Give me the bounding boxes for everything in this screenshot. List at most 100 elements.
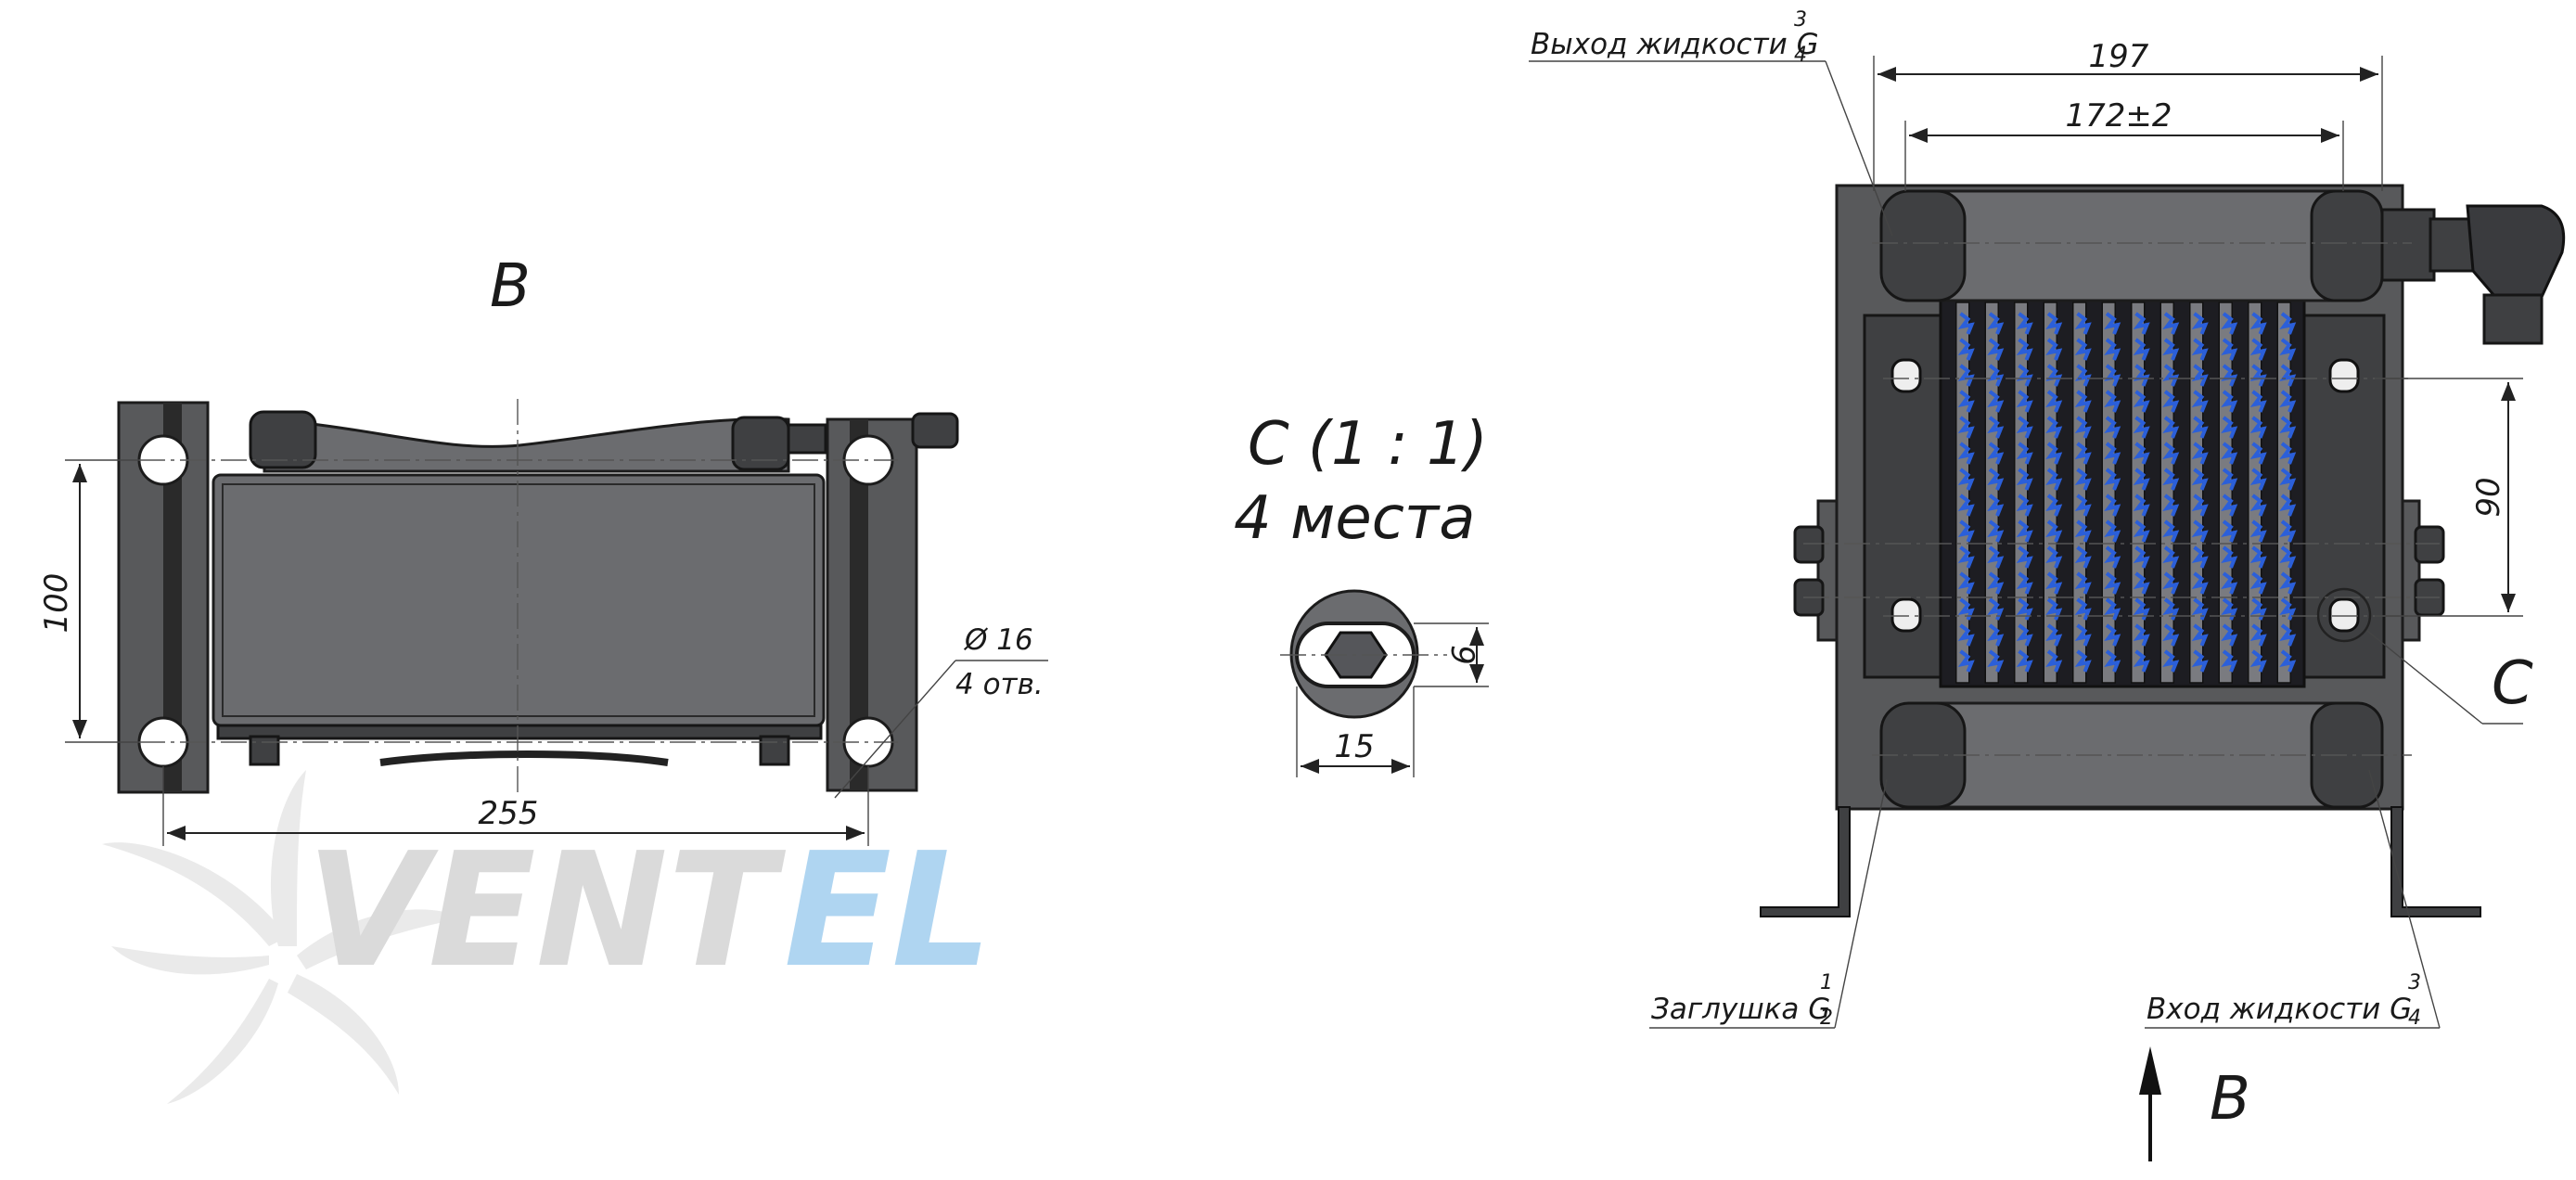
view-b-title: B — [490, 252, 531, 321]
radiator-fin — [2191, 597, 2209, 621]
foot-left — [249, 735, 280, 766]
radiator-fin — [2104, 312, 2121, 335]
radiator-fin — [2045, 545, 2063, 569]
radiator-fin — [2133, 338, 2150, 361]
radiator-fin — [2104, 649, 2121, 673]
radiator-fin — [2162, 442, 2180, 465]
radiator-fin — [2104, 494, 2121, 517]
radiator-fin — [2279, 416, 2297, 439]
radiator-fin — [2045, 519, 2063, 543]
radiator-fin — [2162, 494, 2180, 517]
radiator-fin — [2104, 468, 2121, 491]
radiator-fin — [1987, 494, 2005, 517]
inlet-label: Вход жидкости G — [2147, 993, 2412, 1026]
radiator-fin — [1957, 597, 1975, 621]
watermark-main-text: VENT — [306, 819, 787, 1003]
outlet-label: Выход жидкости G — [1531, 28, 1819, 61]
dim-15-text: 15 — [1334, 728, 1374, 765]
hole-diameter-text: Ø 16 — [963, 623, 1033, 657]
radiator-fin — [1957, 623, 1975, 647]
radiator-fin — [1957, 494, 1975, 517]
outlet-nut — [2380, 208, 2436, 282]
radiator-fin — [2249, 649, 2267, 673]
radiator-fin — [2133, 312, 2150, 335]
radiator-fin — [2104, 571, 2121, 595]
radiator-fin — [2133, 597, 2150, 621]
radiator-fins — [1955, 301, 2297, 684]
radiator-fin — [2016, 494, 2033, 517]
top-tank-cap-left — [1879, 189, 1967, 302]
outlet-leader-line — [1825, 60, 1893, 237]
radiator-fin — [2191, 416, 2209, 439]
view-b: B 100 255 — [38, 252, 1048, 846]
radiator-fin — [1987, 649, 2005, 673]
mount-slot-top-right — [2328, 358, 2360, 393]
detail-c-ref-text: С — [2492, 649, 2533, 718]
radiator-fin — [1987, 468, 2005, 491]
mount-slot-bottom-right — [2328, 597, 2360, 633]
radiator-fin — [2133, 416, 2150, 439]
radiator-fin — [2104, 597, 2121, 621]
radiator-fin — [2221, 649, 2238, 673]
radiator-fin — [2016, 416, 2033, 439]
radiator-fin — [1987, 571, 2005, 595]
fan-logo-icon — [102, 770, 464, 1104]
radiator-fin — [2133, 390, 2150, 413]
radiator-fin — [2279, 468, 2297, 491]
radiator-fin — [2074, 338, 2092, 361]
radiator-fin — [2191, 571, 2209, 595]
radiator-fin — [2279, 519, 2297, 543]
dim-172-text: 172±2 — [2065, 97, 2172, 135]
radiator-fin — [2133, 649, 2150, 673]
radiator-fin — [2221, 494, 2238, 517]
outlet-elbow — [2466, 204, 2566, 299]
radiator-fin — [2279, 494, 2297, 517]
detail-c-leader — [2366, 630, 2483, 725]
radiator-fin — [2162, 468, 2180, 491]
radiator-fin — [2045, 597, 2063, 621]
radiator-fin — [2249, 338, 2267, 361]
radiator-fin — [2191, 545, 2209, 569]
radiator-core — [1939, 297, 2306, 688]
radiator-fin — [2191, 623, 2209, 647]
radiator-fin — [2074, 416, 2092, 439]
radiator-fin — [1957, 468, 1975, 491]
radiator-fin — [1987, 390, 2005, 413]
radiator-fin — [2074, 312, 2092, 335]
radiator-fin — [1987, 545, 2005, 569]
radiator-fin — [2162, 338, 2180, 361]
foot-right — [759, 735, 790, 766]
radiator-fin — [2045, 623, 2063, 647]
ventel-watermark: VENT EL — [102, 770, 992, 1104]
radiator-fin — [2279, 623, 2297, 647]
front-view: 197 172±2 90 С Выход жидкости G 3 4 Загл… — [1529, 8, 2566, 1161]
radiator-fin — [2016, 519, 2033, 543]
radiator-fin — [2191, 364, 2209, 387]
left-foot — [1760, 806, 1851, 917]
radiator-fin — [1987, 442, 2005, 465]
left-stud-top — [1793, 525, 1825, 564]
radiator-fin — [2249, 312, 2267, 335]
radiator-fin — [2016, 312, 2033, 335]
radiator-fin — [2104, 338, 2121, 361]
radiator-fin — [2162, 312, 2180, 335]
right-foot — [2390, 806, 2481, 917]
radiator-fin — [2191, 519, 2209, 543]
radiator-fin — [2249, 416, 2267, 439]
radiator-fin — [2162, 597, 2180, 621]
radiator-fin — [2191, 494, 2209, 517]
radiator-fin — [2279, 571, 2297, 595]
radiator-fin — [2221, 571, 2238, 595]
radiator-fin — [2162, 390, 2180, 413]
dim-9-text: 9 — [1443, 645, 1480, 665]
radiator-fin — [2104, 442, 2121, 465]
radiator-fin — [1957, 571, 1975, 595]
fan-guard-edge — [379, 750, 669, 766]
cooler-body-inner — [222, 483, 815, 717]
hole-leader-line — [834, 660, 956, 799]
radiator-fin — [2133, 468, 2150, 491]
right-stud-top — [2414, 525, 2445, 564]
radiator-fin — [2016, 649, 2033, 673]
radiator-fin — [1987, 312, 2005, 335]
radiator-fin — [2133, 545, 2150, 569]
